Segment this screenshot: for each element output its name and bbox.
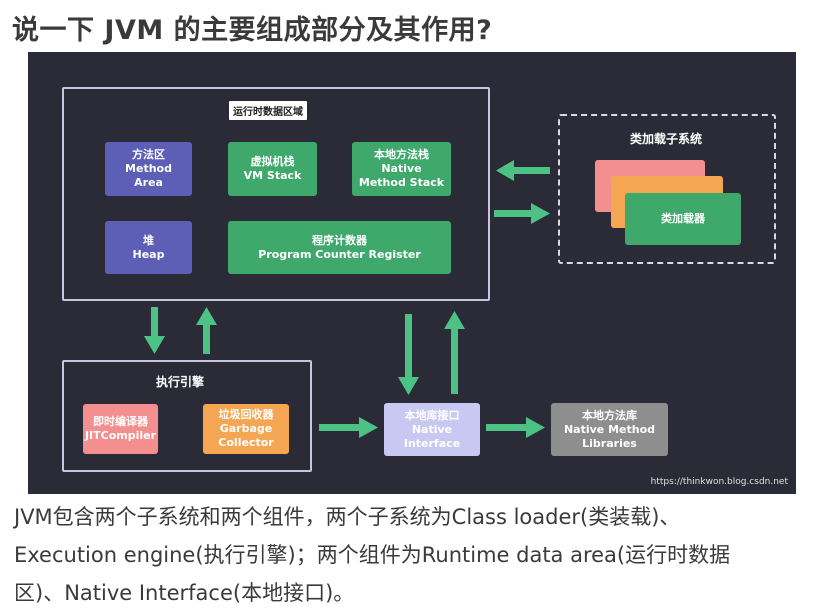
paragraph-line-3: 区)、Native Interface(本地接口)。 xyxy=(14,581,355,605)
page-title: 说一下 JVM 的主要组成部分及其作用? xyxy=(12,15,493,46)
arrow-runtime-to-classloader xyxy=(494,203,550,224)
vm-stack-zh: 虚拟机栈 xyxy=(250,155,295,168)
pc-register-zh: 程序计数器 xyxy=(312,233,367,247)
heap-box: 堆 Heap xyxy=(105,221,192,274)
watermark: https://thinkwon.blog.csdn.net xyxy=(650,477,788,487)
arrow-native-interface-to-runtime-up xyxy=(444,311,465,394)
method-area-zh: 方法区 xyxy=(132,148,165,161)
vm-stack-box: 虚拟机栈 VM Stack xyxy=(228,142,317,196)
native-method-stack-zh: 本地方法栈 xyxy=(374,148,429,161)
program-counter-register-box: 程序计数器 Program Counter Register xyxy=(228,221,451,274)
native-interface-zh: 本地库接口 xyxy=(404,408,460,422)
method-area-box: 方法区 Method Area xyxy=(105,142,192,196)
jit-compiler-en: JITCompiler xyxy=(84,429,157,442)
execution-engine-frame xyxy=(62,360,312,472)
paragraph-line-2: Execution engine(执行引擎)；两个组件为Runtime data… xyxy=(14,543,731,567)
garbage-collector-zh: 垃圾回收器 xyxy=(218,408,274,421)
native-libraries-zh: 本地方法库 xyxy=(582,408,637,422)
method-area-en-2: Area xyxy=(134,176,163,189)
arrow-runtime-to-native-interface-down xyxy=(398,314,419,395)
garbage-collector-en-2: Collector xyxy=(218,436,274,449)
class-loader-subsystem-frame xyxy=(558,114,776,264)
runtime-data-area-label: 运行时数据区域 xyxy=(229,101,307,120)
class-loader-card-label: 类加载器 xyxy=(661,212,705,225)
arrow-execution-to-runtime-up xyxy=(196,307,217,354)
paragraph-line-1: JVM包含两个子系统和两个组件，两个子系统为Class loader(类装载)、 xyxy=(14,505,681,529)
vm-stack-en: VM Stack xyxy=(243,169,302,182)
class-loader-subsystem-label: 类加载子系统 xyxy=(630,132,703,146)
garbage-collector-box: 垃圾回收器 Garbage Collector xyxy=(203,404,289,454)
native-method-libraries-box: 本地方法库 Native Method Libraries xyxy=(551,403,668,456)
native-method-stack-box: 本地方法栈 Native Method Stack xyxy=(352,142,451,196)
native-method-stack-en-1: Native xyxy=(381,162,422,175)
native-libraries-en-2: Libraries xyxy=(582,436,637,450)
native-method-stack-en-2: Method Stack xyxy=(358,176,445,189)
native-interface-box: 本地库接口 Native Interface xyxy=(384,403,480,456)
jit-compiler-zh: 即时编译器 xyxy=(93,415,148,428)
method-area-en-1: Method xyxy=(125,162,172,175)
arrow-runtime-to-execution-down xyxy=(144,307,165,354)
description-paragraph: JVM包含两个子系统和两个组件，两个子系统为Class loader(类装载)、… xyxy=(14,498,804,612)
arrow-native-interface-to-libraries xyxy=(486,417,545,438)
native-interface-en-1: Native xyxy=(411,422,453,436)
heap-en: Heap xyxy=(132,247,165,261)
garbage-collector-en-1: Garbage xyxy=(219,422,273,435)
arrow-execution-to-native-interface xyxy=(319,417,378,438)
native-libraries-en-1: Native Method xyxy=(563,422,656,436)
class-loader-card-front: 类加载器 xyxy=(625,193,741,245)
jit-compiler-box: 即时编译器 JITCompiler xyxy=(83,404,158,454)
runtime-data-area-frame xyxy=(62,87,490,301)
jvm-architecture-diagram: 运行时数据区域 方法区 Method Area 虚拟机栈 VM Stack 本地… xyxy=(28,52,796,494)
native-interface-en-2: Interface xyxy=(403,436,461,450)
execution-engine-label: 执行引擎 xyxy=(156,375,205,389)
pc-register-en: Program Counter Register xyxy=(258,247,421,261)
arrows-layer xyxy=(144,160,550,438)
arrow-classloader-to-runtime xyxy=(496,160,550,181)
heap-zh: 堆 xyxy=(143,233,154,247)
